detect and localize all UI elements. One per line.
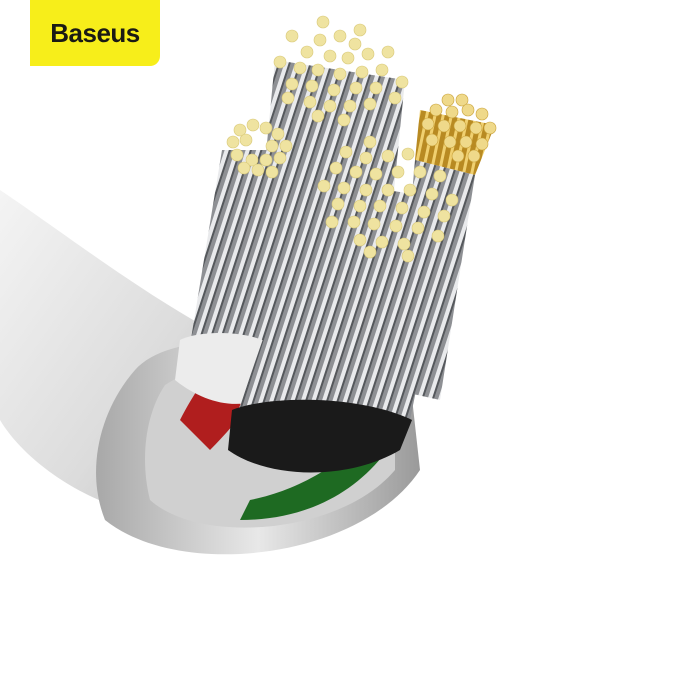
brand-logo: Baseus: [30, 0, 160, 66]
top-large-bundle-tips: [273, 15, 409, 127]
center-large-bundle-tips: [317, 135, 459, 263]
small-left-bundle-tips: [226, 118, 293, 179]
gold-bundle-tips: [421, 93, 497, 163]
brand-logo-text: Baseus: [50, 17, 140, 48]
